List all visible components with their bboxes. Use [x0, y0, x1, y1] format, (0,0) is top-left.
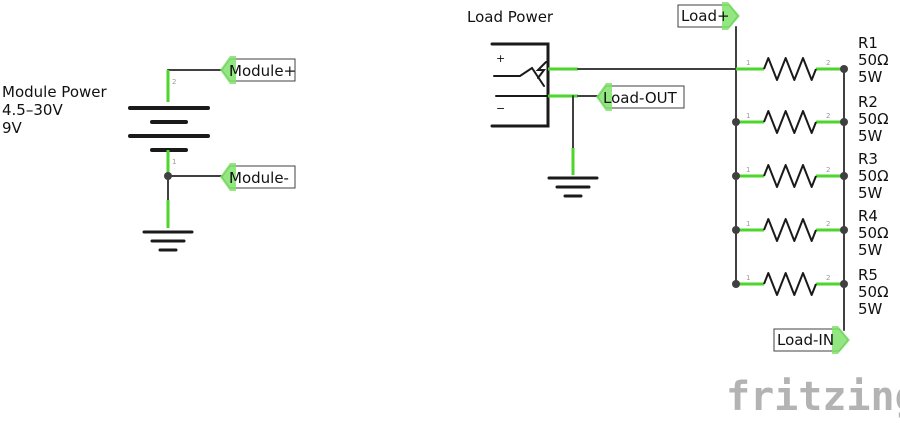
- junction-node: [840, 65, 848, 73]
- netlabel-load-plus-text: Load+: [681, 7, 730, 25]
- resistor-1-power: 5W: [858, 68, 883, 86]
- fritzing-watermark: fritzing: [726, 374, 900, 420]
- resistor-4-power: 5W: [858, 241, 883, 259]
- resistor-5-power: 5W: [858, 300, 883, 318]
- resistor-4-pin2: 2: [826, 220, 830, 228]
- module-power-range: 4.5–30V: [2, 101, 63, 119]
- resistor-1-pin1: 1: [746, 59, 750, 67]
- junction-node: [840, 280, 848, 288]
- resistor-1-pin2: 2: [826, 59, 830, 67]
- resistor-5-pin2: 2: [826, 274, 830, 282]
- netlabel-load-out-text: Load-OUT: [603, 89, 678, 107]
- netlabel-module-minus[interactable]: Module-: [220, 163, 296, 191]
- ground-symbol-left: [142, 200, 194, 252]
- junction-node: [840, 118, 848, 126]
- resistor-2-pin1: 1: [746, 112, 750, 120]
- resistor-4-name: R4: [858, 207, 878, 225]
- resistor-5-name: R5: [858, 266, 878, 284]
- junction-node: [732, 118, 740, 126]
- module-power-battery[interactable]: 2 1: [128, 69, 223, 176]
- resistor-3-name: R3: [858, 150, 878, 168]
- module-power-title: Module Power: [2, 83, 107, 101]
- junction-node: [840, 226, 848, 234]
- netlabel-module-minus-text: Module-: [229, 169, 289, 187]
- module-power-voltage: 9V: [2, 119, 23, 137]
- resistor-2-power: 5W: [858, 127, 883, 145]
- junction-node: [840, 172, 848, 180]
- battery-pin-1: 1: [172, 158, 176, 166]
- resistor-4-pin1: 1: [746, 220, 750, 228]
- resistor-4-value: 50Ω: [858, 224, 889, 242]
- netlabel-load-plus[interactable]: Load+: [677, 2, 740, 30]
- ground-symbol-right: [547, 148, 599, 198]
- resistor-2-name: R2: [858, 93, 878, 111]
- netlabel-load-in-text: Load-IN: [777, 331, 834, 349]
- resistor-1-value: 50Ω: [858, 51, 889, 69]
- netlabel-module-plus-text: Module+: [229, 62, 296, 80]
- junction-node: [732, 172, 740, 180]
- jack-plus-mark: +: [496, 52, 505, 65]
- dc-jack[interactable]: + −: [490, 42, 578, 128]
- resistor-5-value: 50Ω: [858, 283, 889, 301]
- resistor-3-pin1: 1: [746, 166, 750, 174]
- netlabel-module-plus[interactable]: Module+: [220, 56, 296, 84]
- resistor-2-value: 50Ω: [858, 110, 889, 128]
- jack-minus-mark: −: [496, 102, 505, 115]
- netlabel-load-out[interactable]: Load-OUT: [596, 83, 685, 111]
- resistor-2-pin2: 2: [826, 112, 830, 120]
- netlabel-load-in[interactable]: Load-IN: [773, 326, 850, 354]
- resistor-3-value: 50Ω: [858, 167, 889, 185]
- battery-pin-2: 2: [172, 78, 176, 86]
- resistor-3-power: 5W: [858, 184, 883, 202]
- load-power-title: Load Power: [467, 8, 554, 26]
- resistor-1-name: R1: [858, 34, 878, 52]
- junction-node: [732, 280, 740, 288]
- junction-node: [732, 226, 740, 234]
- resistor-5-pin1: 1: [746, 274, 750, 282]
- resistor-3-pin2: 2: [826, 166, 830, 174]
